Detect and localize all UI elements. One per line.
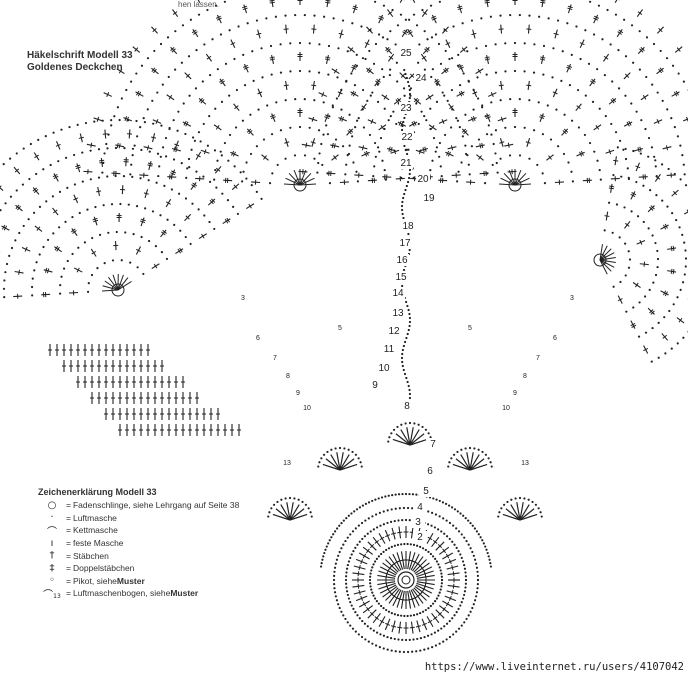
legend-item: ‡=Doppelstäbchen (38, 562, 239, 575)
round-number-7: 7 (430, 439, 436, 450)
side-number-left-7: 7 (273, 355, 277, 362)
round-number-25: 25 (400, 48, 412, 59)
round-number-18: 18 (402, 221, 414, 232)
side-number-right-13: 13 (521, 460, 529, 467)
legend-text: Pikot, siehe (72, 575, 117, 586)
side-number-right-10: 10 (502, 405, 510, 412)
round-number-19: 19 (423, 193, 435, 204)
side-number-left-10: 10 (303, 405, 311, 412)
side-number-right-7: 7 (536, 355, 540, 362)
chart-title-line1: Häkelschrift Modell 33 (27, 50, 133, 61)
round-number-11: 11 (384, 344, 395, 355)
top-note: hen lassen. (178, 0, 219, 9)
side-number-left-13: 13 (283, 460, 291, 467)
double-cross-icon: ‡ (49, 562, 55, 574)
round-number-2: 2 (417, 532, 423, 543)
round-number-14: 14 (392, 288, 404, 299)
round-number-16: 16 (396, 255, 408, 266)
side-number-right-3: 3 (570, 295, 574, 302)
side-number-right-5: 5 (468, 325, 472, 332)
chain-arc-icon: ⌒13 (43, 589, 61, 601)
chart-title-line2: Goldenes Deckchen (27, 62, 123, 73)
round-number-12: 12 (388, 326, 400, 337)
round-number-6: 6 (427, 466, 433, 477)
legend-text: Stäbchen (72, 550, 109, 561)
legend-item: ⌒13=Luftmaschenbogen, siehe Muster (38, 587, 239, 601)
cross-icon: † (49, 550, 55, 562)
legend-text-bold: Muster (170, 588, 199, 599)
legend-text: Luftmaschenbogen, siehe (72, 588, 171, 599)
legend-item: †=Stäbchen (38, 549, 239, 562)
side-number-left-3: 3 (241, 295, 245, 302)
legend-item: ⌒=Kettmasche (38, 524, 239, 538)
side-number-left-6: 6 (256, 335, 260, 342)
legend-text: Kettmasche (72, 525, 118, 536)
round-number-17: 17 (399, 238, 411, 249)
side-number-left-5: 5 (338, 325, 342, 332)
side-number-left-8: 8 (286, 373, 290, 380)
side-number-left-9: 9 (296, 390, 300, 397)
dot-icon: · (50, 512, 54, 524)
legend: Zeichenerklärung Modell 33 ○=Fadenschlin… (38, 487, 240, 601)
round-number-8: 8 (404, 401, 410, 412)
round-number-5: 5 (423, 486, 429, 497)
round-number-23: 23 (400, 103, 412, 114)
legend-item: ·=Luftmasche (38, 512, 239, 525)
legend-heading: Zeichenerklärung Modell 33 (38, 487, 157, 497)
round-number-24: 24 (415, 73, 427, 84)
legend-arc-label: 13 (53, 592, 61, 600)
round-number-13: 13 (392, 308, 404, 319)
round-number-20: 20 (417, 174, 429, 185)
arc-icon: ⌒ (47, 526, 57, 538)
round-number-3: 3 (415, 517, 421, 528)
legend-text: Fadenschlinge, siehe Lehrgang auf Seite … (72, 500, 240, 511)
legend-item: ı=feste Masche (38, 537, 239, 550)
round-number-21: 21 (400, 158, 412, 169)
side-number-right-9: 9 (513, 390, 517, 397)
side-number-right-6: 6 (553, 335, 557, 342)
legend-text-bold: Muster (116, 575, 145, 586)
legend-text: Luftmasche (72, 512, 117, 523)
round-number-4: 4 (417, 502, 423, 513)
chart-title: Häkelschrift Modell 33 Goldenes Deckchen (27, 50, 133, 74)
line-icon: ı (50, 537, 54, 549)
legend-item: ◦=Pikot, siehe Muster (38, 575, 239, 588)
round-number-22: 22 (401, 132, 413, 143)
circle-icon: ○ (47, 499, 57, 511)
legend-item: ○=Fadenschlinge, siehe Lehrgang auf Seit… (38, 499, 240, 512)
round-number-15: 15 (395, 272, 407, 283)
small-circle-icon: ◦ (49, 575, 55, 587)
round-number-9: 9 (372, 380, 378, 391)
watermark-url: https://www.liveinternet.ru/users/410704… (424, 661, 684, 673)
round-number-10: 10 (378, 363, 390, 374)
legend-text: feste Masche (72, 538, 124, 549)
legend-text: Doppelstäbchen (72, 563, 135, 574)
side-number-right-8: 8 (523, 373, 527, 380)
